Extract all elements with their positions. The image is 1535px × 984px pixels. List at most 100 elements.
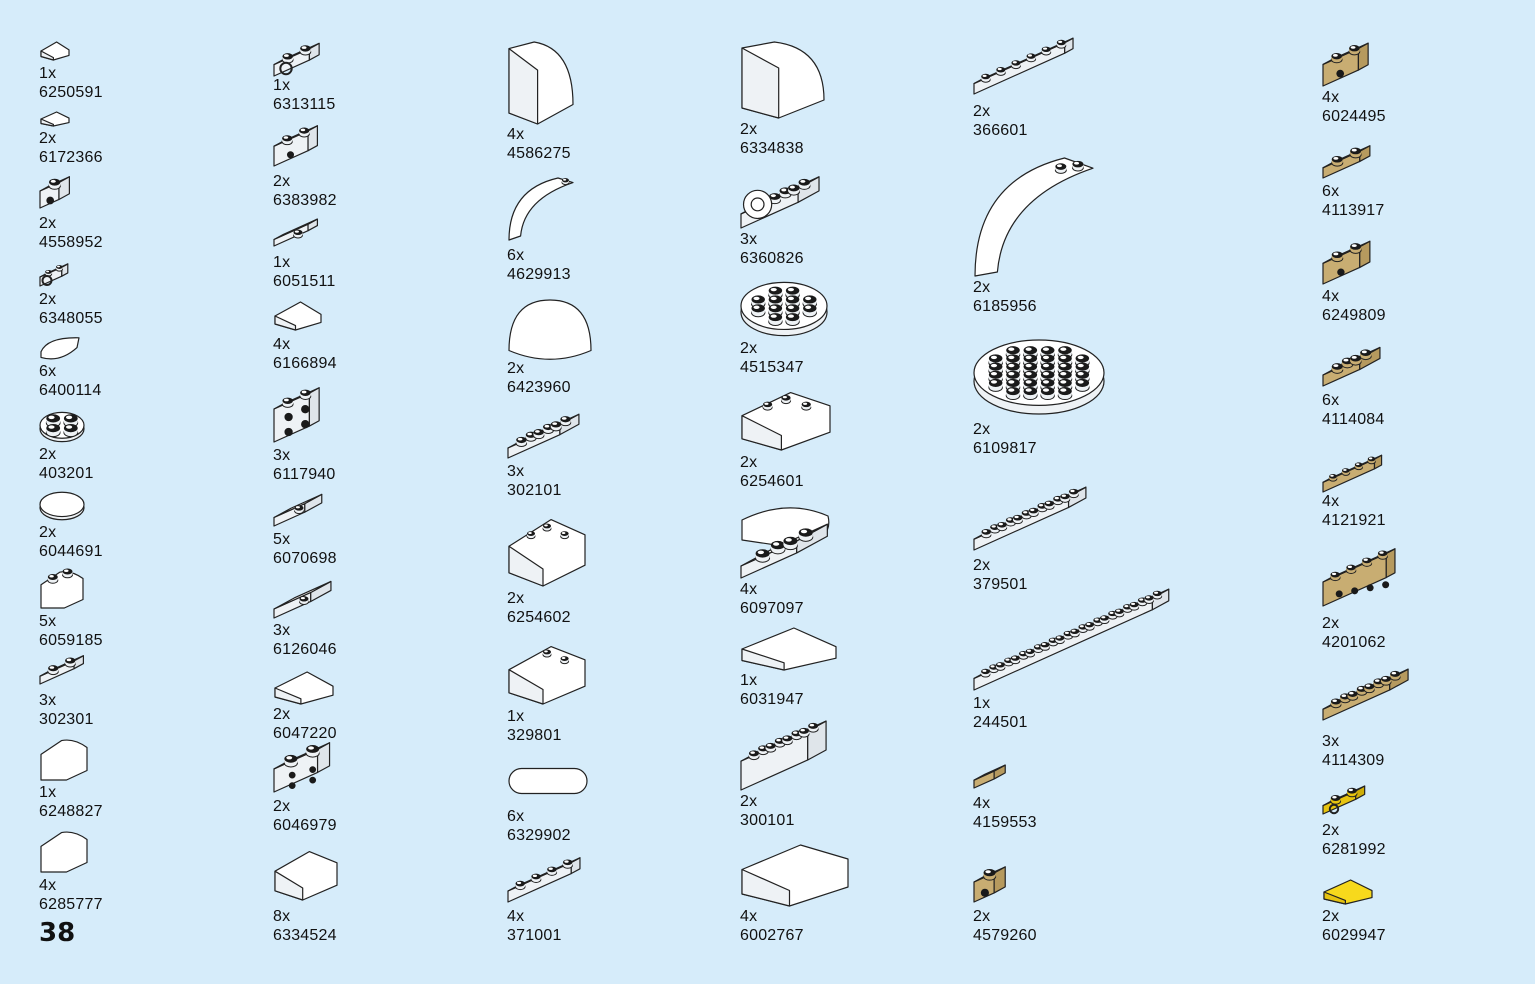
part-6126046 bbox=[273, 580, 335, 620]
part-plate-1x2-tan-icon bbox=[1322, 145, 1371, 179]
part-6254601 bbox=[740, 386, 832, 452]
part-jumper-plate-icon bbox=[273, 218, 319, 247]
part-6348055 bbox=[39, 258, 71, 288]
part-quantity: 1x bbox=[507, 708, 525, 725]
part-element-id: 6044691 bbox=[39, 543, 103, 560]
part-curved-wedge-icon bbox=[274, 850, 338, 901]
part-6044691 bbox=[39, 490, 85, 522]
part-quantity: 1x bbox=[273, 254, 291, 271]
part-plate-1x4-icon bbox=[507, 857, 581, 903]
part-302101 bbox=[507, 410, 587, 460]
part-element-id: 6423960 bbox=[507, 379, 571, 396]
part-plate-2x4-tan-icon bbox=[1322, 668, 1409, 721]
part-quantity: 2x bbox=[273, 173, 291, 190]
part-element-id: 6248827 bbox=[39, 803, 103, 820]
part-quantity: 1x bbox=[39, 784, 57, 801]
part-quantity: 4x bbox=[39, 877, 57, 894]
part-6334838 bbox=[740, 40, 826, 120]
part-element-id: 379501 bbox=[973, 576, 1028, 593]
part-plate-clip-icon bbox=[273, 42, 320, 77]
part-element-id: 6059185 bbox=[39, 632, 103, 649]
part-quantity: 6x bbox=[1322, 392, 1340, 409]
part-plate-1x6-icon bbox=[973, 37, 1074, 95]
part-quantity: 4x bbox=[740, 908, 758, 925]
part-element-id: 302301 bbox=[39, 711, 94, 728]
part-quantity: 3x bbox=[507, 463, 525, 480]
part-quantity: 3x bbox=[740, 231, 758, 248]
part-quantity: 2x bbox=[1322, 822, 1340, 839]
part-quantity: 6x bbox=[39, 363, 57, 380]
part-6185956 bbox=[973, 156, 1095, 278]
part-quantity: 2x bbox=[740, 793, 758, 810]
part-quantity: 2x bbox=[973, 557, 991, 574]
part-6383982 bbox=[273, 124, 323, 168]
part-brick-1x2-studs-icon bbox=[1322, 42, 1369, 87]
part-element-id: 6254601 bbox=[740, 473, 804, 490]
part-quantity: 2x bbox=[740, 340, 758, 357]
part-329801 bbox=[507, 640, 587, 706]
part-quantity: 1x bbox=[740, 672, 758, 689]
part-brick-1x2-round-icon bbox=[40, 568, 84, 609]
part-brick-side-studs-2-icon bbox=[273, 742, 331, 793]
part-4586275 bbox=[507, 40, 575, 126]
part-6313115 bbox=[273, 40, 325, 78]
part-element-id: 6383982 bbox=[273, 192, 337, 209]
part-brick-1x1-stud-icon bbox=[973, 866, 1006, 903]
part-slope-wedge-2-icon bbox=[741, 391, 831, 451]
part-plate-2x2-tan-icon bbox=[1322, 346, 1381, 387]
part-6334524 bbox=[273, 846, 339, 902]
part-quarter-round-icon bbox=[40, 337, 80, 360]
part-element-id: 6313115 bbox=[273, 96, 336, 113]
part-4629913 bbox=[507, 176, 575, 242]
part-6166894 bbox=[273, 300, 323, 332]
part-quantity: 3x bbox=[273, 447, 291, 464]
part-6254602 bbox=[507, 512, 587, 588]
part-brick-1x2-holes-icon bbox=[1322, 240, 1371, 285]
part-6051511 bbox=[273, 218, 323, 248]
part-quantity: 3x bbox=[273, 622, 291, 639]
part-6097097 bbox=[740, 500, 834, 580]
part-dome-corner-icon bbox=[508, 41, 574, 125]
part-6109817 bbox=[973, 334, 1105, 420]
part-6400114 bbox=[39, 335, 81, 363]
part-quantity: 4x bbox=[1322, 89, 1340, 106]
part-element-id: 6051511 bbox=[273, 273, 336, 290]
part-wedge-small-icon bbox=[40, 111, 70, 127]
part-element-id: 6334524 bbox=[273, 927, 337, 944]
part-element-id: 6070698 bbox=[273, 550, 337, 567]
part-element-id: 4121921 bbox=[1322, 512, 1386, 529]
part-371001 bbox=[507, 854, 593, 904]
part-quantity: 2x bbox=[973, 908, 991, 925]
part-element-id: 6126046 bbox=[273, 641, 337, 658]
part-brick-4-side-studs-icon bbox=[273, 387, 320, 443]
part-element-id: 244501 bbox=[973, 714, 1028, 731]
part-brick-2x4-icon bbox=[740, 720, 827, 791]
part-quantity: 4x bbox=[740, 581, 758, 598]
part-element-id: 6172366 bbox=[39, 149, 103, 166]
part-element-id: 329801 bbox=[507, 727, 562, 744]
part-brick-side-stud-2-icon bbox=[273, 125, 319, 167]
part-element-id: 6029947 bbox=[1322, 927, 1386, 944]
part-4579260 bbox=[973, 864, 1007, 904]
part-403201 bbox=[39, 410, 85, 444]
part-element-id: 4515347 bbox=[740, 359, 804, 376]
part-6117940 bbox=[273, 384, 325, 444]
part-quantity: 3x bbox=[39, 692, 57, 709]
part-quantity: 6x bbox=[1322, 183, 1340, 200]
part-quantity: 2x bbox=[740, 121, 758, 138]
part-6047220 bbox=[273, 670, 335, 706]
part-curved-corner-icon bbox=[40, 831, 88, 873]
part-brick-1x4-studs-icon bbox=[1322, 548, 1396, 607]
part-element-id: 6250591 bbox=[39, 84, 103, 101]
part-element-id: 371001 bbox=[507, 927, 562, 944]
part-plate-1x4-tan-icon bbox=[1322, 454, 1383, 493]
part-tile-curved-icon bbox=[274, 671, 334, 705]
part-element-id: 6185956 bbox=[973, 298, 1037, 315]
part-quantity: 4x bbox=[1322, 288, 1340, 305]
part-wedge-curved-big-icon bbox=[741, 844, 849, 907]
part-quantity: 2x bbox=[273, 798, 291, 815]
part-plate-2x12-icon bbox=[973, 588, 1170, 691]
part-element-id: 6097097 bbox=[740, 600, 804, 617]
part-6250591 bbox=[39, 40, 71, 62]
